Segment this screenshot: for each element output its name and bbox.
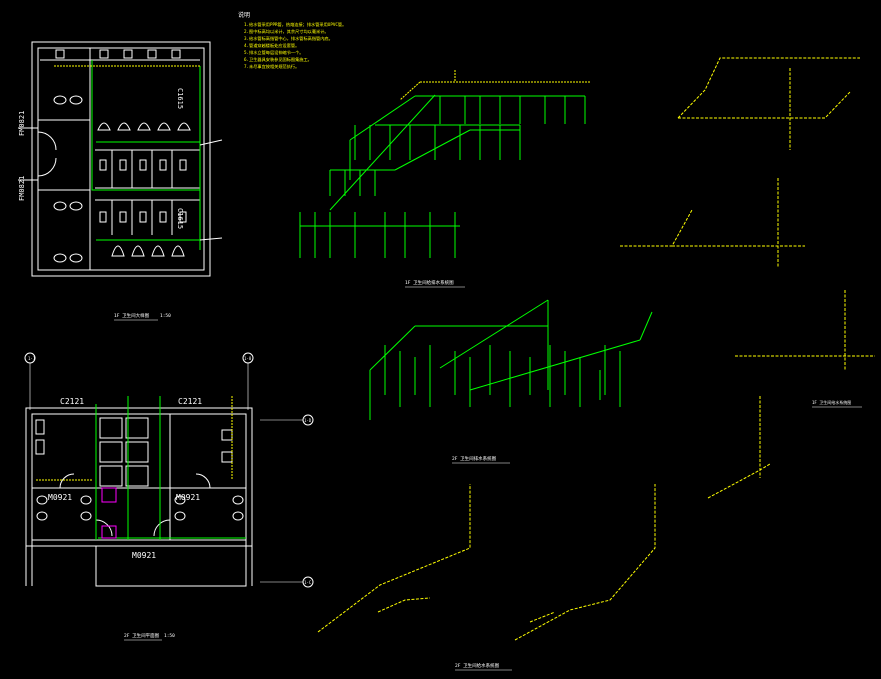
floor-plan-2 [24,352,314,588]
notes-line: 7.未尽事宜按相关规范执行。 [244,63,299,70]
iso-supply-1f [399,70,590,101]
plan2-door-label: M0921 [48,493,72,502]
plan2-scale: 1:50 [164,633,175,639]
plan1-outer-wall [31,41,211,277]
pipe-riser [439,299,549,369]
door-swing-icon [37,157,57,177]
notes-line: 6.卫生器具安装参见国标图集施工。 [244,56,312,63]
pipe-riser [469,339,641,391]
design-notes: 说明 1.给水管采用PPR管，热熔连接；排水管采用UPVC管。 2.图中标高均以… [238,11,346,70]
plan2-window-label: C2121 [178,397,202,406]
notes-line: 4.管道穿越楼板处应设套管。 [244,42,299,49]
axis-label: 1-C [304,580,312,585]
notes-heading: 说明 [238,11,250,19]
door-swing-icon [95,519,113,537]
plan1-door-label: FM0821 [18,111,26,136]
plan1-inner-wall [37,47,205,271]
plan2-door-label: M0921 [176,493,200,502]
door-swing-icon [37,131,57,151]
floor-plan-1 [18,41,211,277]
door-swing-icon [59,473,75,489]
plan1-window-label: C1615 [176,208,184,229]
iso-drainage-2f [369,299,653,420]
notes-line: 2.图中标高均以米计，其余尺寸均以毫米计。 [244,28,329,35]
notes-line: 1.给水管采用PPR管，热熔连接；排水管采用UPVC管。 [244,21,346,28]
plan1-door-label: FM0821 [18,176,26,201]
pipe-riser [639,311,653,341]
iso-title: 2F 卫生间给水系统图 [455,662,500,669]
door-swing-icon [153,519,171,537]
plan2-title: 2F 卫生间平面图 [124,632,160,639]
plan1-scale: 1:50 [160,313,171,319]
axis-label: 1-8 [244,356,252,361]
axis-label: 1-D [304,418,312,423]
notes-line: 5.排水立管每层设伸缩节一个。 [244,49,303,56]
iso-drainage-1f [300,94,585,227]
iso-drainage-1f-risers [299,96,586,258]
iso-supply-right [317,57,875,641]
iso-title: 1F 卫生间给排水系统图 [405,279,454,286]
plan2-window-label: C2121 [60,397,84,406]
plan2-door-label: M0921 [132,551,156,560]
fixture-highlight [101,487,117,503]
plan2-piping [36,396,246,540]
plan1-window-label: C1615 [176,88,184,109]
iso-title: 2F 卫生间排水系统图 [452,455,497,462]
plan1-title: 1F 卫生间大样图 [114,312,150,319]
door-swing-icon [195,473,211,489]
notes-line: 3.给水管标高指管中心，排水管标高指管内底。 [244,35,333,42]
axis-label: 1-1 [28,356,36,361]
plan1-piping [54,60,223,250]
fixture-highlight [101,525,117,539]
pipe-riser [369,325,416,371]
iso-title: 1F 卫生间给水系统图 [812,399,851,405]
